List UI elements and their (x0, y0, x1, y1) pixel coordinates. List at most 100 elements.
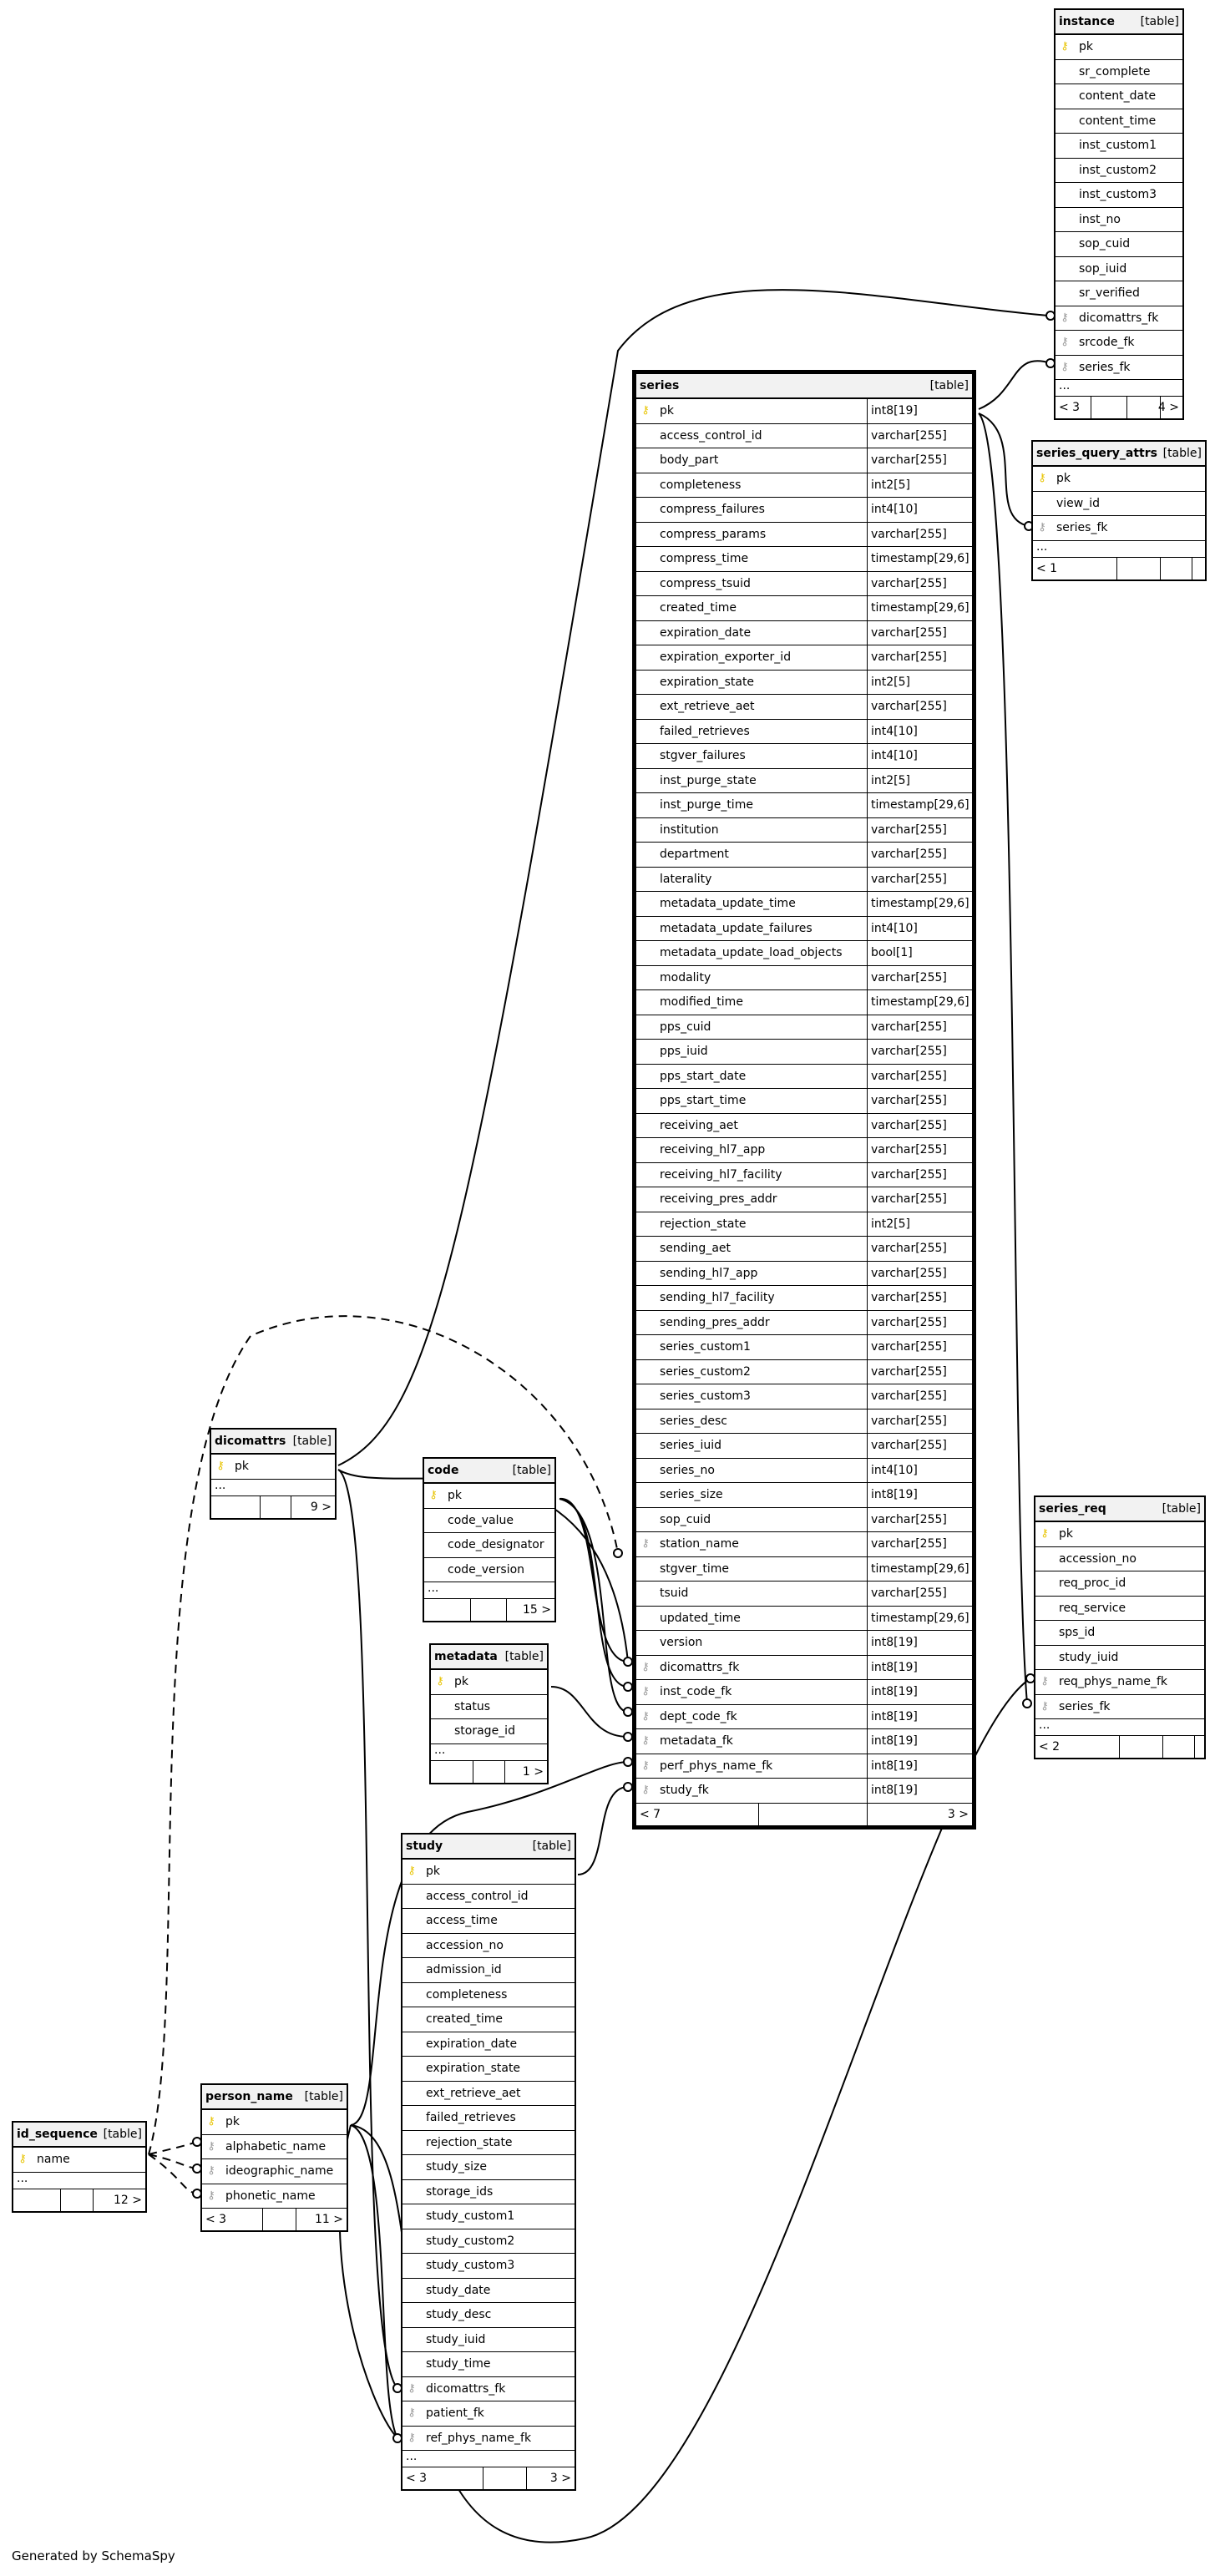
child-count[interactable]: 4 > (1157, 401, 1179, 414)
column-row[interactable]: expiration_state (402, 2057, 575, 2082)
column-row[interactable]: ⚷phonetic_name (202, 2184, 347, 2209)
column-row[interactable]: sop_cuid (1056, 232, 1182, 257)
column-row[interactable]: ⚷pk (424, 1484, 554, 1509)
column-row[interactable]: study_date (402, 2279, 575, 2303)
column-row[interactable]: ⚷req_phys_name_fk (1035, 1670, 1204, 1695)
column-row[interactable]: study_iuid (1035, 1646, 1204, 1670)
column-row[interactable]: ⚷pk (402, 1860, 575, 1885)
parent-count[interactable]: < 3 (205, 2213, 227, 2226)
column-row[interactable]: ⚷series_fk (1035, 1695, 1204, 1719)
table-name[interactable]: person_name (205, 2090, 293, 2103)
column-row[interactable]: sr_verified (1056, 281, 1182, 306)
column-row[interactable]: code_value (424, 1509, 554, 1533)
column-row[interactable]: content_time (1056, 109, 1182, 134)
column-row[interactable]: req_service (1035, 1597, 1204, 1621)
table-name[interactable]: code (428, 1464, 459, 1477)
column-row[interactable]: ⚷dicomattrs_fk (1056, 306, 1182, 331)
column-row[interactable]: ⚷alphabetic_name (202, 2135, 347, 2159)
parent-count[interactable]: < 7 (640, 1807, 661, 1821)
column-row[interactable]: storage_id (431, 1719, 547, 1744)
column-row[interactable]: ⚷series_fk (1033, 516, 1205, 541)
table-name[interactable]: series_query_attrs (1036, 447, 1157, 460)
column-row[interactable]: admission_id (402, 1958, 575, 1983)
column-row[interactable]: ext_retrieve_aet (402, 2082, 575, 2106)
column-row[interactable]: req_proc_id (1035, 1571, 1204, 1597)
column-row[interactable]: study_desc (402, 2303, 575, 2328)
column-row[interactable]: ⚷srcode_fk (1056, 331, 1182, 356)
column-row[interactable]: inst_custom2 (1056, 159, 1182, 183)
column-row[interactable]: study_custom2 (402, 2229, 575, 2254)
table-person-name[interactable]: person_name[table]⚷pk⚷alphabetic_name⚷id… (200, 2083, 348, 2232)
column-row[interactable]: access_control_id (402, 1885, 575, 1909)
column-row[interactable]: rejection_state (402, 2131, 575, 2155)
table-name[interactable]: id_sequence (17, 2128, 98, 2141)
column-row[interactable]: inst_custom3 (1056, 183, 1182, 208)
column-row[interactable]: ⚷name (13, 2148, 145, 2173)
column-row[interactable]: ⚷ideographic_name (202, 2159, 347, 2184)
child-count[interactable]: 3 > (947, 1807, 969, 1821)
table-name[interactable]: metadata (434, 1650, 498, 1663)
column-row[interactable]: content_date (1056, 84, 1182, 109)
column-row[interactable]: access_time (402, 1909, 575, 1934)
column-row[interactable]: study_iuid (402, 2328, 575, 2352)
column-row[interactable]: expiration_date (402, 2032, 575, 2057)
column-row[interactable]: code_designator (424, 1533, 554, 1558)
child-count[interactable]: 9 > (310, 1500, 332, 1514)
child-count[interactable]: 1 > (522, 1764, 544, 1779)
column-row[interactable]: sop_iuid (1056, 257, 1182, 281)
parent-count[interactable]: < 1 (1036, 561, 1058, 575)
column-row[interactable]: study_time (402, 2352, 575, 2377)
column-row[interactable]: study_custom3 (402, 2254, 575, 2279)
child-count[interactable]: 3 > (549, 2472, 571, 2485)
child-count[interactable]: 11 > (315, 2213, 343, 2226)
table-name[interactable]: series (640, 379, 680, 392)
column-row[interactable]: completeness (402, 1983, 575, 2007)
column-row[interactable]: inst_custom1 (1056, 134, 1182, 159)
parent-count[interactable]: < 3 (406, 2472, 428, 2485)
column-row[interactable]: ⚷pk (211, 1455, 335, 1480)
column-row[interactable]: ⚷pk (1033, 467, 1205, 492)
column-row[interactable]: ⚷dicomattrs_fk (402, 2377, 575, 2401)
column-row[interactable]: created_time (402, 2007, 575, 2032)
column-row[interactable]: study_custom1 (402, 2204, 575, 2229)
